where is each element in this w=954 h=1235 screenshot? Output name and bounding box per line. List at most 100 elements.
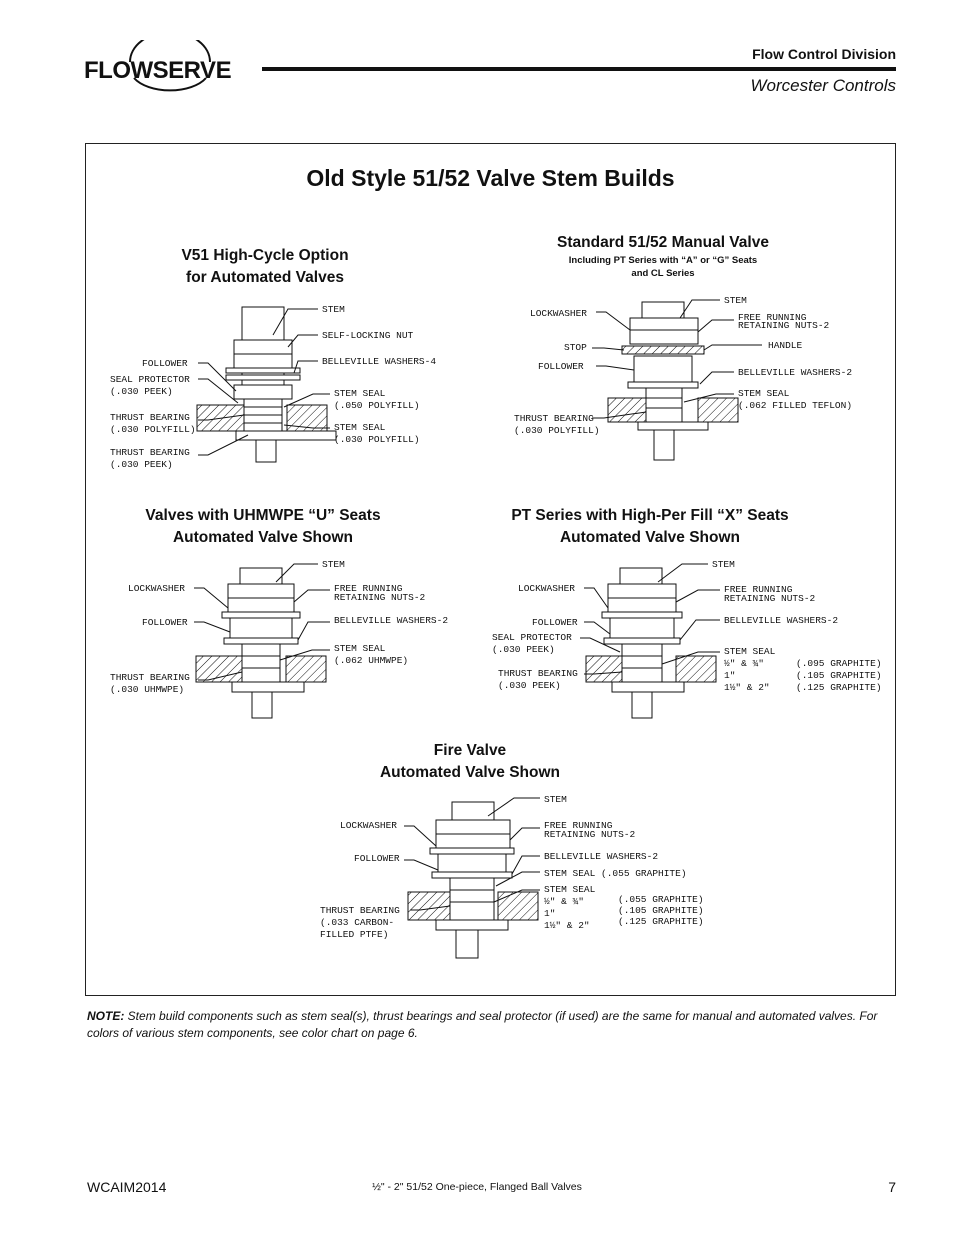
section-title-line: for Automated Valves	[186, 269, 344, 286]
callout-label: 1½" & 2"	[724, 682, 770, 693]
callout-label: FOLLOWER	[354, 853, 400, 864]
callout-label: (.030 POLYFILL)	[110, 424, 196, 435]
section-title: V51 High-Cycle Option for Automated Valv…	[120, 245, 410, 289]
callout-label: FOLLOWER	[538, 361, 584, 372]
callout-label: STEM SEAL	[738, 388, 790, 399]
callout-label: (.030 PEEK)	[492, 644, 555, 655]
callout-label: 1"	[724, 670, 735, 681]
callout-label: FREE RUNNING	[738, 312, 807, 323]
v51-stem-diagram: STEM SELF-LOCKING NUT BELLEVILLE WASHERS…	[110, 304, 436, 470]
callout-label: FREE RUNNING	[544, 820, 613, 831]
callout-label: ½" & ¾"	[544, 896, 584, 907]
callout-label: THRUST BEARING	[110, 412, 190, 423]
callout-label: (.105 GRAPHITE)	[618, 905, 704, 916]
callout-label: (.033 CARBON-	[320, 917, 394, 928]
section-title: Standard 51/52 Manual Valve Including PT…	[510, 232, 816, 280]
callout-label: (.030 PEEK)	[110, 386, 173, 397]
callout-label: SEAL PROTECTOR	[110, 374, 190, 385]
section-title-line: Valves with UHMWPE “U” Seats	[145, 507, 381, 524]
callout-label: FREE RUNNING	[724, 584, 793, 595]
section-title: PT Series with High-Per Fill “X” Seats A…	[490, 505, 810, 549]
callout-label: STEM SEAL (.055 GRAPHITE)	[544, 868, 687, 879]
standard-51-52-stem-diagram: STEM LOCKWASHER FREE RUNNING RETAINING N…	[514, 295, 852, 461]
callout-label: THRUST BEARING	[498, 668, 578, 679]
note-text: Stem build components such as stem seal(…	[87, 1009, 878, 1040]
callout-label: (.055 GRAPHITE)	[618, 894, 704, 905]
callout-label: (.030 PEEK)	[498, 680, 561, 691]
callout-label: BELLEVILLE WASHERS-4	[322, 356, 436, 367]
section-subtitle: and CL Series	[631, 268, 695, 279]
callout-label: STEM	[712, 559, 735, 570]
callout-label: FILLED PTFE)	[320, 929, 388, 940]
section-title-line: Automated Valve Shown	[379, 764, 560, 781]
callout-label: LOCKWASHER	[530, 308, 587, 319]
callout-label: (.050 POLYFILL)	[334, 400, 420, 411]
callout-label: STEM	[322, 559, 345, 570]
section-title-line: Automated Valve Shown	[559, 529, 740, 546]
note-paragraph: NOTE: Stem build components such as stem…	[87, 1008, 897, 1042]
callout-label: RETAINING NUTS-2	[738, 320, 830, 331]
section-title-line: Fire Valve	[433, 742, 507, 759]
callout-label: FOLLOWER	[142, 617, 188, 628]
callout-label: 1"	[544, 908, 555, 919]
callout-label: ½" & ¾"	[724, 658, 764, 669]
callout-label: FOLLOWER	[142, 358, 188, 369]
callout-label: STOP	[564, 342, 587, 353]
callout-label: STEM	[724, 295, 747, 306]
logo-text: FLOWSERVE	[84, 57, 232, 84]
callout-label: LOCKWASHER	[128, 583, 185, 594]
section-title: Fire Valve Automated Valve Shown	[320, 740, 620, 784]
callout-label: BELLEVILLE WASHERS-2	[334, 615, 448, 626]
uhmwpe-stem-diagram: STEM LOCKWASHER FREE RUNNING RETAINING N…	[110, 559, 448, 719]
callout-label: (.030 POLYFILL)	[334, 434, 420, 445]
callout-label: STEM SEAL	[544, 884, 596, 895]
callout-label: (.062 FILLED TEFLON)	[738, 400, 852, 411]
pt-series-x-stem-diagram: STEM LOCKWASHER FREE RUNNING RETAINING N…	[492, 559, 882, 719]
doc-code: WCAIM2014	[87, 1179, 167, 1195]
callout-label: (.095 GRAPHITE)	[796, 658, 882, 669]
section-subtitle: Including PT Series with “A” or “G” Seat…	[568, 255, 758, 266]
callout-label: (.125 GRAPHITE)	[618, 916, 704, 927]
callout-label: THRUST BEARING	[110, 672, 190, 683]
section-title-line: Standard 51/52 Manual Valve	[557, 234, 769, 251]
callout-label: FOLLOWER	[532, 617, 578, 628]
callout-label: BELLEVILLE WASHERS-2	[724, 615, 838, 626]
section-title: Valves with UHMWPE “U” Seats Automated V…	[110, 505, 416, 549]
brand-name: Worcester Controls	[750, 76, 896, 95]
diagram-frame	[85, 143, 896, 996]
section-title-line: V51 High-Cycle Option	[181, 247, 349, 264]
callout-label: (.030 PEEK)	[110, 459, 173, 470]
callout-label: FREE RUNNING	[334, 583, 403, 594]
callout-label: LOCKWASHER	[340, 820, 397, 831]
note-label: NOTE:	[87, 1009, 125, 1023]
division-name: Flow Control Division	[752, 46, 896, 62]
callout-label: RETAINING NUTS-2	[724, 593, 816, 604]
callout-label: HANDLE	[768, 340, 803, 351]
callout-label: 1½" & 2"	[544, 920, 590, 931]
callout-label: (.105 GRAPHITE)	[796, 670, 882, 681]
callout-label: RETAINING NUTS-2	[544, 829, 636, 840]
section-title-line: PT Series with High-Per Fill “X” Seats	[511, 507, 789, 524]
callout-label: STEM SEAL	[724, 646, 776, 657]
callout-label: STEM SEAL	[334, 643, 386, 654]
flowserve-logo: FLOWSERVE	[84, 40, 232, 92]
callout-label: THRUST BEARING	[110, 447, 190, 458]
callout-label: SELF-LOCKING NUT	[322, 330, 414, 341]
fire-valve-stem-diagram: STEM LOCKWASHER FREE RUNNING RETAINING N…	[320, 794, 704, 959]
callout-label: BELLEVILLE WASHERS-2	[544, 851, 658, 862]
callout-label: SEAL PROTECTOR	[492, 632, 572, 643]
callout-label: THRUST BEARING	[514, 413, 594, 424]
section-title-line: Automated Valve Shown	[172, 529, 353, 546]
page-number: 7	[888, 1179, 896, 1195]
page-title: Old Style 51/52 Valve Stem Builds	[306, 165, 675, 191]
callout-label: STEM SEAL	[334, 422, 386, 433]
callout-label: (.062 UHMWPE)	[334, 655, 408, 666]
callout-label: (.030 UHMWPE)	[110, 684, 184, 695]
callout-label: BELLEVILLE WASHERS-2	[738, 367, 852, 378]
callout-label: LOCKWASHER	[518, 583, 575, 594]
callout-label: RETAINING NUTS-2	[334, 592, 426, 603]
header-rule	[262, 67, 896, 71]
callout-label: STEM SEAL	[334, 388, 386, 399]
callout-label: (.030 POLYFILL)	[514, 425, 600, 436]
callout-label: THRUST BEARING	[320, 905, 400, 916]
